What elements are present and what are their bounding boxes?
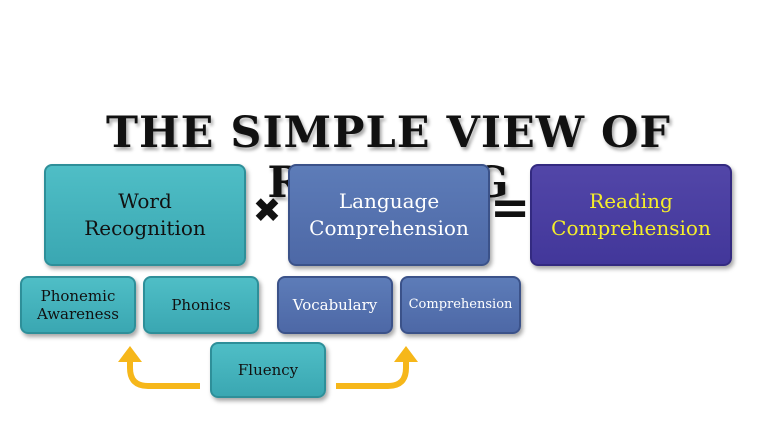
comprehension-box: Comprehension — [400, 276, 521, 334]
multiply-operator: ✖ — [252, 191, 282, 231]
left-arrow — [127, 360, 200, 389]
word-recognition-box: Word Recognition — [44, 164, 246, 266]
language-comprehension-box: Language Comprehension — [288, 164, 490, 266]
equals-operator: = — [490, 180, 531, 236]
reading-comprehension-box: Reading Comprehension — [530, 164, 732, 266]
right-arrow — [336, 360, 409, 389]
left-arrow-head — [118, 346, 142, 362]
vocabulary-box: Vocabulary — [277, 276, 393, 334]
fluency-box: Fluency — [210, 342, 326, 398]
phonemic-awareness-box: Phonemic Awareness — [20, 276, 136, 334]
right-arrow-head — [394, 346, 418, 362]
phonics-box: Phonics — [143, 276, 259, 334]
